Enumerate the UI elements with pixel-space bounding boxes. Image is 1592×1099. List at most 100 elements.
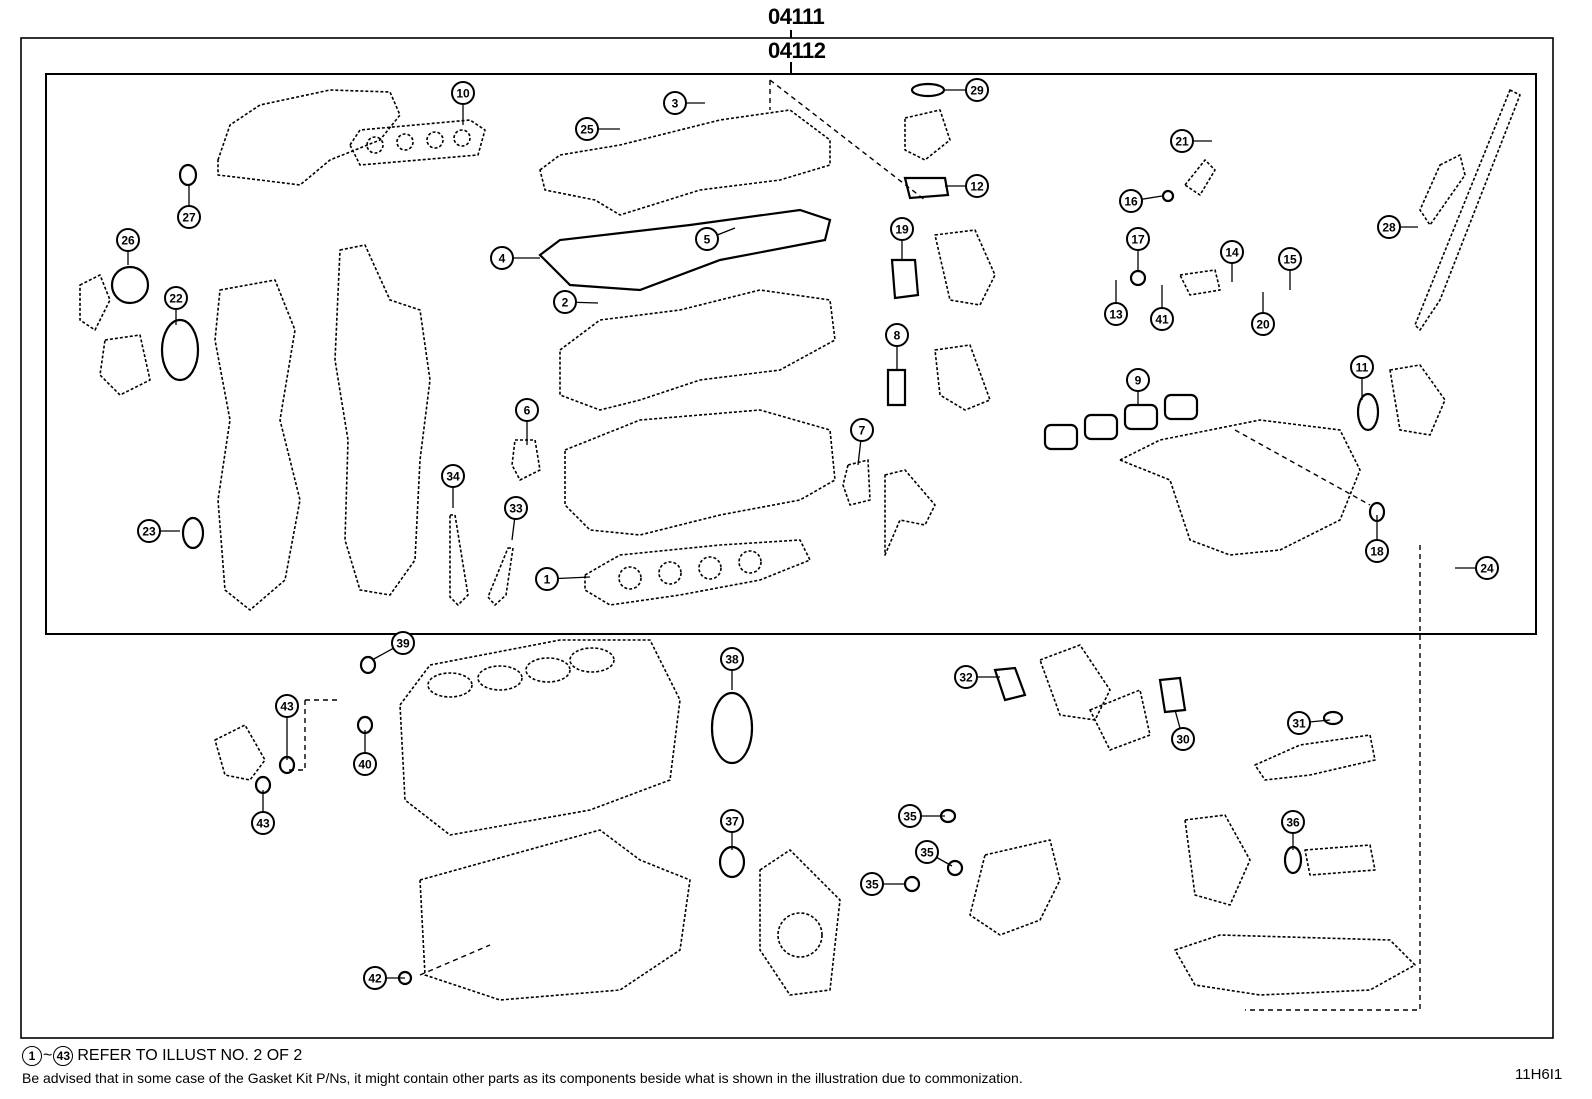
callout-number-c13: 13 [1109,308,1123,322]
oring-35b-part [946,859,964,877]
engine-mount-bracket-part [214,724,266,781]
callout-c22: 22 [164,286,188,325]
callout-c13: 13 [1104,280,1128,326]
callout-c26: 26 [116,228,140,265]
callout-circle-c8 [885,323,909,347]
callout-circle-c21 [1170,129,1194,153]
callout-circle-c35a [898,804,922,828]
callout-circle-c18 [1365,539,1389,563]
callout-c3: 3 [663,91,705,115]
callout-circle-c10 [451,81,475,105]
oring-29-part [910,82,946,98]
callout-circle-c40 [353,752,377,776]
intake-manifold-gasket-part [1043,393,1199,451]
intake-manifold-part [1119,419,1361,556]
inner-kit-frame [45,73,1537,635]
oil-seal-22-part [160,318,200,382]
callout-c30: 30 [1171,709,1195,751]
callout-c33: 33 [504,496,528,541]
oil-cooler-part [934,344,991,411]
callout-c39: 39 [371,631,415,661]
callout-c38: 38 [720,647,744,690]
callout-circle-c19 [890,217,914,241]
gasket-39-part [359,655,377,675]
oring-31-part [1322,710,1344,726]
callout-circle-c4 [490,246,514,270]
callout-number-c10: 10 [456,87,470,101]
callout-c31: 31 [1287,711,1331,735]
exhaust-manifold-part [217,89,401,186]
callout-number-c37: 37 [725,815,739,829]
refer-note-text: REFER TO ILLUST NO. 2 OF 2 [77,1047,303,1064]
callout-circle-c9 [1126,368,1150,392]
timing-chain-case-part [334,244,431,596]
callout-c35b: 35 [915,840,953,867]
callout-number-c2: 2 [562,296,569,310]
callout-c28: 28 [1377,215,1418,239]
callout-circle-c41 [1150,307,1174,331]
callout-c36: 36 [1281,810,1305,850]
callout-c11: 11 [1350,355,1374,400]
callout-circle-c22 [164,286,188,310]
intake-relation-dashed [1234,429,1371,506]
callout-c15: 15 [1278,247,1302,290]
cylinder-block-part [399,639,681,836]
callout-c32: 32 [954,665,1000,689]
callout-c37: 37 [720,809,744,850]
oil-pressure-switch-part [1179,269,1221,296]
water-inlet-part [934,229,996,306]
callout-c43a: 43 [275,694,299,760]
gasket-8-part [886,368,907,407]
refer-note-line: 1 ~ 43 REFER TO ILLUST NO. 2 OF 2 [22,1046,302,1066]
timing-chain-cover-part [214,279,301,611]
dipstick-guide-part [1419,154,1466,226]
outer-kit-frame [20,37,1554,1039]
callout-c7: 7 [850,418,874,466]
head-cover-gasket-part [538,208,832,292]
water-pump-part [1184,814,1251,906]
callout-c41: 41 [1150,285,1174,331]
range-start-callout: 1 [22,1046,42,1066]
callout-number-c43a: 43 [280,700,294,714]
callout-number-c17: 17 [1131,233,1145,247]
callout-circle-c30 [1171,727,1195,751]
water-outlet-part [904,109,951,161]
callout-number-c12: 12 [970,180,984,194]
exhaust-manifold-gasket-part [349,119,486,166]
callout-circle-c23 [137,519,161,543]
callout-circle-c42 [363,966,387,990]
egr-valve-part [1039,644,1111,721]
water-pipe-part [1304,844,1376,876]
callout-c43b: 43 [251,790,275,835]
callout-circle-c38 [720,647,744,671]
callout-circle-c14 [1220,240,1244,264]
disclaimer-text: Be advised that in some case of the Gask… [22,1070,1023,1086]
callout-c17: 17 [1126,227,1150,270]
callout-number-c30: 30 [1176,733,1190,747]
callout-circle-c12 [965,174,989,198]
water-bypass-pipe-part [884,469,936,556]
callout-circle-c35c [860,872,884,896]
illustration-code: 11H6I1 [1515,1066,1563,1083]
water-pump-front-part [79,274,151,396]
callout-number-c26: 26 [121,234,135,248]
callout-circle-c3 [663,91,687,115]
callout-c5: 5 [695,227,736,251]
callout-number-c8: 8 [894,329,901,343]
callout-c2: 2 [553,290,599,314]
callout-number-c20: 20 [1256,318,1270,332]
callout-number-c25: 25 [580,123,594,137]
callout-circle-c24 [1475,556,1499,580]
range-end-callout: 43 [53,1046,74,1066]
callout-number-c11: 11 [1356,361,1369,375]
callout-number-c32: 32 [959,671,973,685]
callout-circle-c15 [1278,247,1302,271]
callout-c4: 4 [490,246,540,270]
throttle-body-part [1389,364,1446,436]
callout-number-c33: 33 [509,502,523,516]
callout-c6: 6 [515,398,539,445]
callout-number-c31: 31 [1292,717,1306,731]
callout-c12: 12 [945,174,989,198]
range-separator: ~ [43,1047,53,1064]
